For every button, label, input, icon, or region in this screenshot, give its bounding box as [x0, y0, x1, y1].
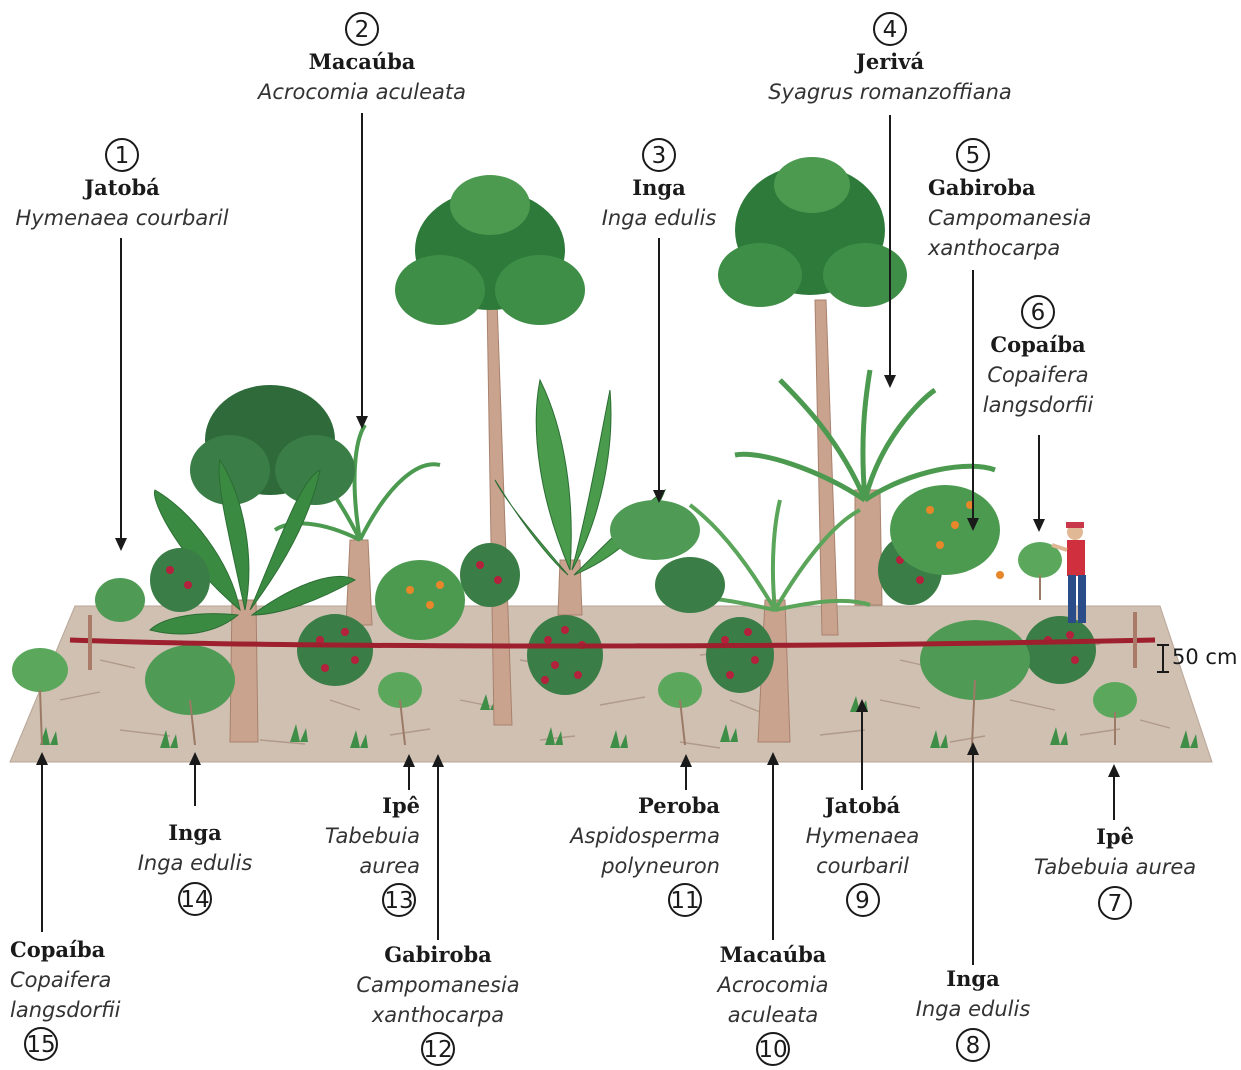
label-7-number: 7	[1098, 886, 1132, 920]
label-2-scientific: Acrocomia aculeata	[242, 77, 482, 107]
label-10-scientific-1: Acrocomia	[700, 970, 846, 1000]
label-1: 1 Jatobá Hymenaea courbaril	[0, 138, 244, 233]
label-1-scientific: Hymenaea courbaril	[0, 203, 244, 233]
label-5: 5 Gabiroba Campomanesia xanthocarpa	[928, 138, 1118, 263]
jeriva-fronds	[735, 370, 995, 500]
label-9-number: 9	[846, 883, 880, 917]
label-11: Peroba Aspidosperma polyneuron 11	[545, 791, 720, 918]
label-10-number: 10	[756, 1032, 790, 1066]
label-12: Gabiroba Campomanesia xanthocarpa 12	[338, 940, 538, 1067]
label-9: Jatobá Hymenaea courbaril 9	[790, 791, 935, 918]
label-6-number: 6	[1021, 295, 1055, 329]
label-15-scientific-2: langsdorfii	[10, 995, 160, 1025]
label-10-scientific-2: aculeata	[700, 1000, 846, 1030]
label-15: Copaíba Copaifera langsdorfii 15	[10, 935, 160, 1062]
label-5-number: 5	[956, 138, 990, 172]
label-12-scientific-1: Campomanesia	[338, 970, 538, 1000]
label-5-common: Gabiroba	[928, 173, 1118, 203]
label-1-number: 1	[105, 138, 139, 172]
label-10-common: Macaúba	[700, 940, 846, 970]
label-3-number: 3	[642, 138, 676, 172]
label-15-number: 15	[24, 1027, 58, 1061]
label-1-common: Jatobá	[0, 173, 244, 203]
label-6-scientific-1: Copaifera	[968, 360, 1108, 390]
label-11-scientific-1: Aspidosperma	[545, 821, 720, 851]
label-2-common: Macaúba	[242, 47, 482, 77]
label-6-scientific-2: langsdorfii	[968, 390, 1108, 420]
label-4-scientific: Syagrus romanzoffiana	[760, 77, 1020, 107]
label-14-common: Inga	[125, 818, 265, 848]
label-14-scientific: Inga edulis	[125, 848, 265, 878]
label-4: 4 Jerivá Syagrus romanzoffiana	[760, 12, 1020, 107]
label-11-number: 11	[668, 883, 702, 917]
label-13-number: 13	[382, 883, 416, 917]
label-8: Inga Inga edulis 8	[903, 964, 1043, 1063]
label-7-common: Ipê	[1025, 822, 1205, 852]
label-9-scientific-2: courbaril	[790, 851, 935, 881]
label-5-scientific-1: Campomanesia	[928, 203, 1118, 233]
label-9-common: Jatobá	[790, 791, 935, 821]
label-13-common: Ipê	[305, 791, 420, 821]
label-12-common: Gabiroba	[338, 940, 538, 970]
label-10: Macaúba Acrocomia aculeata 10	[700, 940, 846, 1067]
tall-palm-canopy-right	[718, 157, 907, 307]
label-8-number: 8	[956, 1028, 990, 1062]
label-15-scientific-1: Copaifera	[10, 965, 160, 995]
scale-label: 50 cm	[1172, 645, 1237, 669]
label-3-scientific: Inga edulis	[579, 203, 739, 233]
label-3: 3 Inga Inga edulis	[579, 138, 739, 233]
label-2-number: 2	[345, 12, 379, 46]
tall-palm-canopy-left	[395, 175, 585, 325]
jatoba-tree-left	[190, 385, 355, 505]
label-6-common: Copaíba	[968, 330, 1108, 360]
label-14: Inga Inga edulis 14	[125, 818, 265, 917]
label-12-number: 12	[421, 1032, 455, 1066]
label-12-scientific-2: xanthocarpa	[338, 1000, 538, 1030]
label-9-scientific-1: Hymenaea	[790, 821, 935, 851]
label-15-common: Copaíba	[10, 935, 160, 965]
label-13-scientific-2: aurea	[305, 851, 420, 881]
label-8-scientific: Inga edulis	[903, 994, 1043, 1024]
label-13: Ipê Tabebuia aurea 13	[305, 791, 420, 918]
label-4-number: 4	[873, 12, 907, 46]
label-11-scientific-2: polyneuron	[545, 851, 720, 881]
label-11-common: Peroba	[545, 791, 720, 821]
label-7-scientific: Tabebuia aurea	[1025, 852, 1205, 882]
label-6: 6 Copaíba Copaifera langsdorfii	[968, 295, 1108, 420]
label-3-common: Inga	[579, 173, 739, 203]
label-14-number: 14	[178, 882, 212, 916]
label-2: 2 Macaúba Acrocomia aculeata	[242, 12, 482, 107]
label-7: Ipê Tabebuia aurea 7	[1025, 822, 1205, 921]
label-5-scientific-2: xanthocarpa	[928, 233, 1118, 263]
label-8-common: Inga	[903, 964, 1043, 994]
label-13-scientific-1: Tabebuia	[305, 821, 420, 851]
label-4-common: Jerivá	[760, 47, 1020, 77]
